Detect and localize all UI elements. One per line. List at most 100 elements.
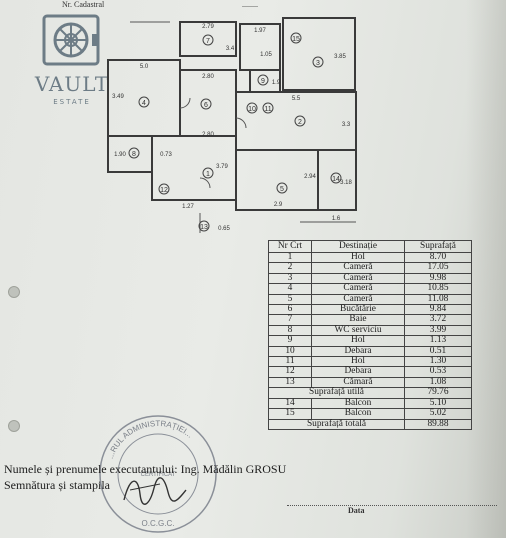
- official-stamp: ...RUL ADMINISTRAȚIEI... CERTIFICAT O.C.…: [99, 415, 217, 533]
- row-area: 11.08: [404, 293, 472, 306]
- room-marker: 5: [276, 182, 288, 194]
- row-number: 3: [268, 272, 312, 285]
- punch-hole: [8, 286, 20, 298]
- header-area: Suprafață: [404, 240, 472, 253]
- header-destination: Destinație: [311, 240, 405, 253]
- svg-text:14: 14: [332, 176, 340, 183]
- row-destination: Debara: [311, 345, 405, 358]
- svg-text:6: 6: [204, 102, 208, 109]
- signature-label: Semnătura și stampila: [4, 478, 110, 492]
- dim-label: 5.5: [292, 96, 301, 102]
- dim-label: 5.0: [140, 64, 149, 70]
- dotted-line: [287, 505, 497, 506]
- room-marker: 3: [312, 56, 324, 68]
- row-number: 13: [268, 376, 312, 389]
- row-number: 6: [268, 304, 312, 316]
- dim-label: 2.94: [304, 174, 316, 180]
- row-destination: Baie: [311, 314, 405, 326]
- row-number: 8: [268, 324, 312, 337]
- row-number: 12: [268, 366, 312, 378]
- util-area-label: Suprafață utilă: [268, 387, 405, 399]
- row-destination: Bucătărie: [311, 304, 405, 316]
- row-number: 4: [268, 283, 312, 295]
- room-marker: 14: [330, 172, 342, 184]
- svg-text:1: 1: [206, 171, 210, 178]
- row-area: 0.53: [404, 366, 472, 378]
- util-area-value: 79.76: [404, 387, 472, 399]
- cadastral-label: Nr. Cadastral: [62, 0, 105, 9]
- punch-hole: [8, 420, 20, 432]
- util-area-row: Suprafață utilă 79.76: [268, 387, 472, 399]
- vault-badge-icon: [42, 14, 100, 66]
- dim-label: 3.18: [340, 180, 352, 186]
- room-marker: 13: [198, 220, 210, 232]
- row-destination: Hol: [311, 356, 405, 368]
- svg-text:3: 3: [316, 60, 320, 67]
- room-marker: 12: [158, 183, 170, 195]
- dim-label: 3.4: [226, 46, 235, 52]
- dim-label: 1.90: [114, 152, 126, 158]
- page-shadow: [466, 0, 506, 538]
- row-area: 1.08: [404, 376, 472, 389]
- dim-label: 3.79: [216, 164, 228, 170]
- dim-label: 0.73: [160, 152, 172, 158]
- svg-text:CERTIFICAT: CERTIFICAT: [141, 472, 176, 478]
- row-destination: Cameră: [311, 272, 405, 285]
- room-marker: 6: [200, 98, 212, 110]
- row-number: 14: [268, 397, 312, 410]
- logo-name: VAULT: [34, 72, 110, 96]
- dim-label: 0.65: [218, 226, 230, 232]
- room-marker: 1: [202, 167, 214, 179]
- row-area: 1.30: [404, 356, 472, 368]
- row-number: 5: [268, 293, 312, 306]
- row-area: 9.84: [404, 304, 472, 316]
- executant-name: Numele și prenumele executantului: Ing. …: [4, 462, 287, 476]
- logo-tagline: ESTATE: [53, 98, 91, 106]
- dim-label: 1.6: [332, 216, 341, 222]
- svg-text:13: 13: [200, 224, 208, 231]
- row-area: 0.51: [404, 345, 472, 358]
- row-area: 10.85: [404, 283, 472, 295]
- room-marker: 4: [138, 96, 150, 108]
- row-number: 1: [268, 251, 312, 264]
- room-marker: 10: [246, 102, 258, 114]
- svg-text:8: 8: [132, 151, 136, 158]
- row-destination: Cameră: [311, 283, 405, 295]
- svg-text:11: 11: [264, 106, 271, 113]
- row-number: 10: [268, 345, 312, 358]
- svg-text:9: 9: [261, 78, 265, 85]
- room-marker: 15: [290, 32, 302, 44]
- row-area: 5.02: [404, 408, 472, 420]
- svg-text:12: 12: [160, 187, 168, 194]
- svg-text:10: 10: [248, 106, 256, 113]
- dim-label: 1.27: [182, 204, 194, 210]
- svg-text:5: 5: [280, 186, 284, 193]
- row-area: 1.13: [404, 335, 472, 347]
- cadastral-label-2: ........: [242, 0, 258, 9]
- svg-text:4: 4: [142, 100, 146, 107]
- row-number: 11: [268, 356, 312, 368]
- signature-mark: [123, 477, 187, 505]
- room-marker: 2: [294, 115, 306, 127]
- dim-label: 3.3: [342, 122, 351, 128]
- row-destination: Balcon: [311, 408, 405, 420]
- room-marker: 7: [202, 34, 214, 46]
- floor-plan: 2.79 1.97 1.05 5.0 2.80 3.49 3.85 5.5 2.…: [107, 17, 357, 233]
- row-area: 3.72: [404, 314, 472, 326]
- room-marker: 8: [128, 147, 140, 159]
- svg-text:2: 2: [298, 119, 302, 126]
- row-number: 7: [268, 314, 312, 326]
- row-number: 15: [268, 408, 312, 420]
- dim-label: 2.9: [274, 202, 283, 208]
